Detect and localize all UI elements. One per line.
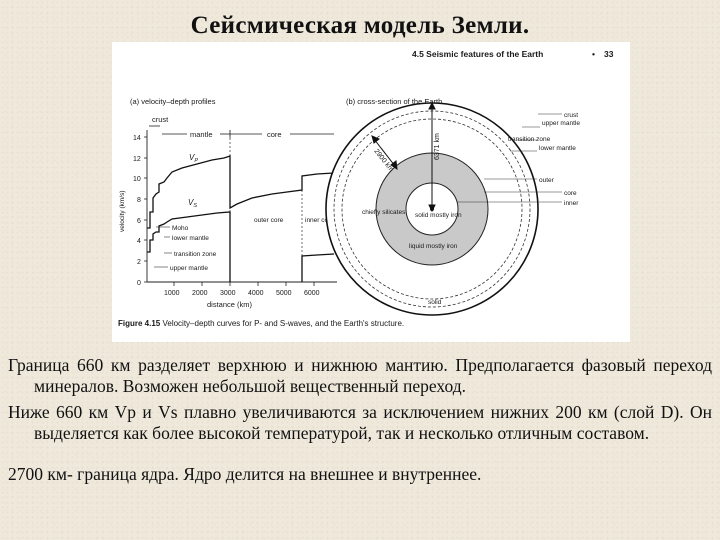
figure-header-title: 4.5 Seismic features of the Earth (412, 49, 543, 59)
x-tick-label: 3000 (220, 290, 236, 297)
layer-leaders (154, 226, 172, 268)
region-brackets (149, 125, 334, 138)
vp-curve (147, 155, 335, 229)
label-chiefly-silicates: chiefly silicates (362, 209, 406, 216)
right-label-core: core (564, 190, 577, 197)
right-label-upper-mantle: upper mantle (542, 120, 580, 127)
panel-b-label: (b) cross-section of the Earth (346, 97, 442, 106)
caption-number: Figure 4.15 (118, 319, 161, 328)
vs-curve (147, 211, 335, 282)
y-ticks (144, 136, 147, 283)
top-label-core: core (267, 130, 282, 139)
label-liquid-mostly-iron: liquid mostly iron (409, 243, 458, 250)
radius-arrows (371, 101, 436, 213)
figure-header-page: 33 (604, 49, 614, 59)
figure-caption: Figure 4.15 Velocity–depth curves for P-… (118, 319, 404, 328)
x-tick-label: 4000 (248, 290, 264, 297)
right-label-inner: inner (564, 200, 579, 207)
y-axis-label: velocity (km/s) (119, 190, 126, 232)
panel-a-label: (a) velocity–depth profiles (130, 97, 216, 106)
panel-a-axes (146, 130, 337, 283)
earth-cross-section (325, 102, 539, 316)
paragraph-layer-d: Ниже 660 км Vp и Vs плавно увеличиваются… (8, 402, 712, 443)
outer-core-label: outer core (254, 217, 284, 224)
layer-label-moho: Moho (172, 225, 189, 232)
label-solid: solid (428, 299, 442, 306)
x-tick-labels: 1000 2000 3000 4000 5000 6000 (164, 290, 320, 297)
caption-text: Velocity–depth curves for P- and S-waves… (160, 319, 404, 328)
x-tick-label: 1000 (164, 290, 180, 297)
region-label-outer-core: outer core (254, 217, 284, 224)
top-label-mantle: mantle (190, 130, 213, 139)
x-tick-label: 5000 (276, 290, 292, 297)
y-tick-label: 8 (137, 197, 141, 204)
figure-svg: 4.5 Seismic features of the Earth • 33 (… (118, 49, 614, 328)
x-ticks (173, 282, 315, 286)
figure-header-bullet: • (592, 49, 595, 59)
right-label-outer: outer (539, 177, 555, 184)
vp-label: VP (189, 153, 198, 164)
y-tick-label: 14 (133, 135, 141, 142)
y-tick-label: 4 (137, 238, 141, 245)
y-tick-label: 6 (137, 218, 141, 225)
distance-label-6371: 6371 km (434, 133, 441, 160)
top-label-crust: crust (152, 115, 169, 124)
boundary-lines (229, 130, 303, 282)
y-tick-label: 0 (137, 280, 141, 287)
lower-mantle-circle (341, 118, 523, 300)
layer-label-transition-zone: transition zone (174, 251, 217, 258)
y-tick-label: 12 (133, 156, 141, 163)
y-tick-labels: 14 12 10 8 6 4 2 0 (133, 135, 141, 287)
x-axis-label: distance (km) (207, 300, 253, 309)
label-solid-mostly-iron: solid mostly iron (415, 212, 462, 219)
y-tick-label: 10 (133, 176, 141, 183)
vs-label: VS (188, 198, 197, 209)
x-tick-label: 6000 (304, 290, 320, 297)
vs-label-main: V (188, 198, 194, 207)
vs-label-sub: S (193, 203, 197, 209)
layer-label-lower-mantle: lower mantle (172, 235, 209, 242)
right-label-transition-zone: transition zone (508, 136, 551, 143)
paragraph-660km: Граница 660 км разделяет верхнюю и нижню… (8, 355, 712, 396)
right-label-crust: crust (564, 112, 578, 119)
right-label-lower-mantle: lower mantle (539, 145, 576, 152)
right-leaders (457, 113, 562, 203)
x-tick-label: 2000 (192, 290, 208, 297)
slide-title: Сейсмическая модель Земли. (190, 12, 530, 39)
region-label-inner-core: inner core (305, 217, 334, 224)
y-tick-label: 2 (137, 259, 141, 266)
layer-label-upper-mantle: upper mantle (170, 265, 208, 272)
vp-label-sub: P (194, 158, 198, 164)
seismic-figure: 4.5 Seismic features of the Earth • 33 (… (112, 42, 630, 342)
vp-label-main: V (189, 153, 195, 162)
paragraph-core-boundary: 2700 км- граница ядра. Ядро делится на в… (8, 464, 482, 484)
